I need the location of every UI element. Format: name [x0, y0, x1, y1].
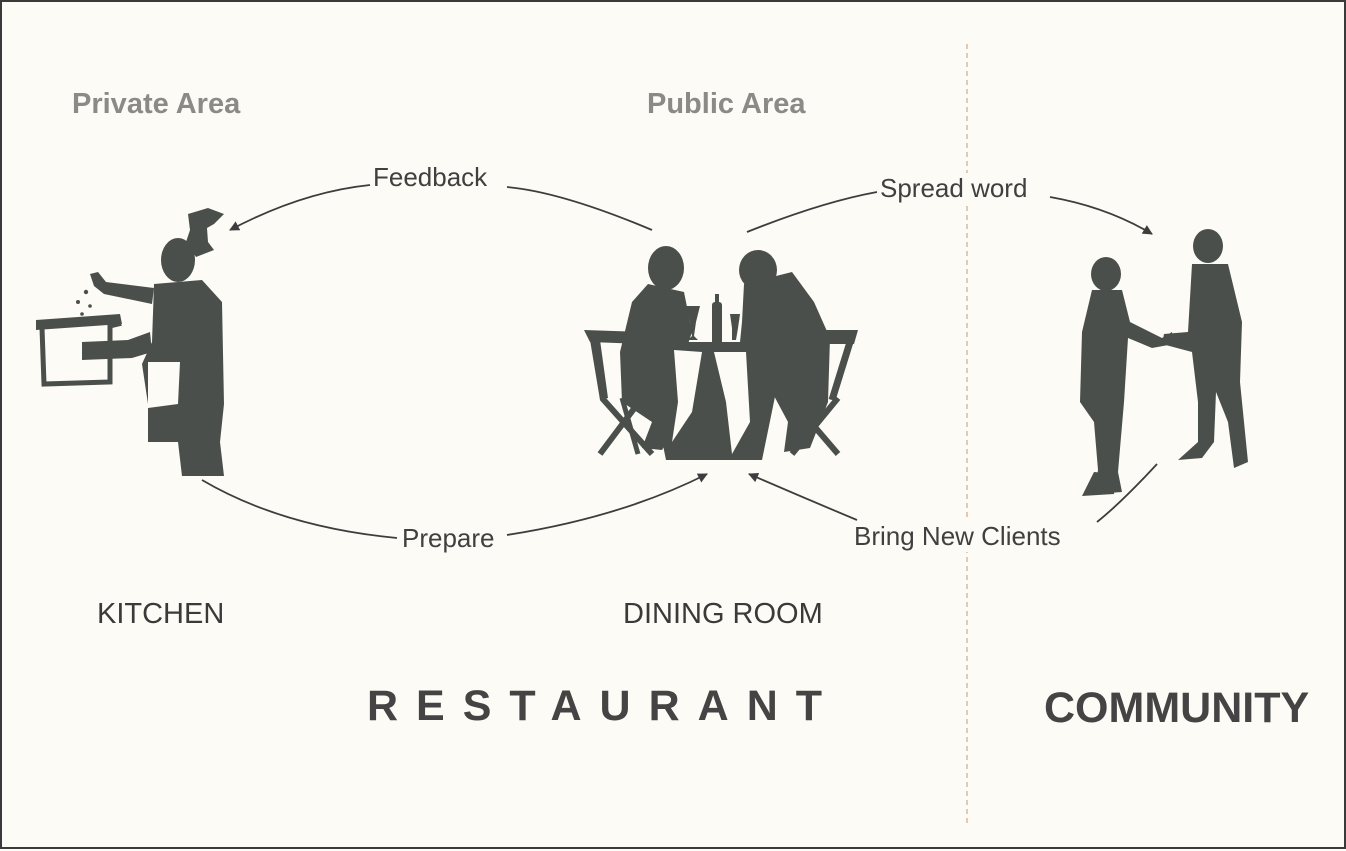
prepare-arrow: [201, 474, 707, 539]
prepare-label: Prepare: [400, 523, 497, 554]
dining-room-label: DINING ROOM: [623, 598, 823, 630]
spread-word-arrow: [746, 191, 1152, 234]
feedback-arrow: [230, 184, 653, 230]
bring-new-clients-label: Bring New Clients: [852, 521, 1063, 552]
handshake-icon: [1080, 229, 1248, 496]
kitchen-label: KITCHEN: [97, 598, 225, 630]
bring-new-clients-arrow: [749, 463, 1158, 523]
community-label: COMMUNITY: [1044, 684, 1310, 732]
feedback-label: Feedback: [371, 162, 490, 193]
public-area-label: Public Area: [647, 88, 806, 120]
private-area-label: Private Area: [72, 88, 241, 120]
restaurant-label: RESTAURANT: [367, 682, 841, 730]
spread-word-label: Spread word: [878, 173, 1030, 204]
chef-icon: [36, 208, 224, 476]
diners-icon: [584, 246, 858, 460]
